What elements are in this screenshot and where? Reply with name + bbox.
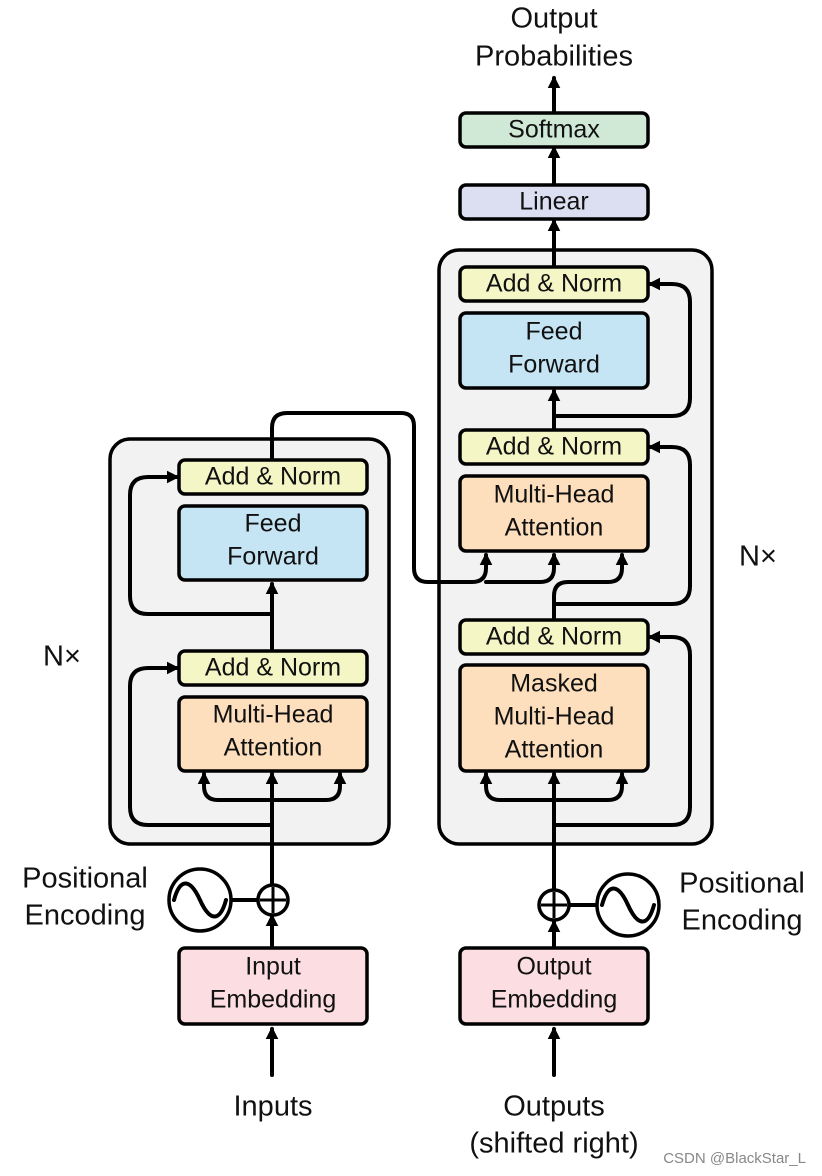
decoder-attention-line2: Attention bbox=[505, 514, 604, 542]
decoder-add-norm-middle-label: Add & Norm bbox=[486, 433, 622, 461]
decoder-positional-line1: Positional bbox=[679, 868, 805, 900]
output-embedding-block bbox=[458, 946, 650, 1026]
decoder-multi-head-attention bbox=[458, 474, 650, 553]
softmax-block bbox=[458, 111, 650, 149]
linear-block bbox=[458, 183, 650, 221]
connection-wires bbox=[128, 75, 692, 1077]
output-embedding-line2: Embedding bbox=[491, 986, 617, 1014]
decoder-masked-line3: Attention bbox=[505, 736, 604, 764]
decoder-masked-line2: Multi-Head bbox=[494, 703, 615, 731]
decoder-add-norm-middle bbox=[458, 428, 650, 466]
softmax-label: Softmax bbox=[508, 116, 600, 144]
encoder-attention-line2: Attention bbox=[224, 734, 323, 762]
encoder-add-norm-top-label: Add & Norm bbox=[205, 463, 341, 491]
encoder-add-norm-bottom-label: Add & Norm bbox=[205, 654, 341, 682]
decoder-add-norm-bottom-label: Add & Norm bbox=[486, 623, 622, 651]
decoder-positional-line2: Encoding bbox=[682, 905, 803, 937]
encoder-repeat-label: N× bbox=[43, 641, 81, 673]
outputs-label-line1: Outputs bbox=[503, 1091, 605, 1123]
decoder-feed-forward-line2: Forward bbox=[508, 351, 600, 379]
output-title-line2: Probabilities bbox=[475, 41, 633, 73]
encoder-add-norm-bottom bbox=[177, 649, 369, 687]
decoder-feed-forward-line1: Feed bbox=[526, 318, 583, 346]
encoder-feed-forward-line1: Feed bbox=[245, 510, 302, 538]
watermark: CSDN @BlackStar_L bbox=[663, 1150, 806, 1167]
decoder-add-norm-top bbox=[458, 265, 650, 303]
input-embedding-line1: Input bbox=[245, 953, 301, 981]
encoder-feed-forward-line2: Forward bbox=[227, 543, 319, 571]
encoder-stack bbox=[108, 437, 391, 846]
input-embedding-block bbox=[177, 946, 369, 1026]
decoder-attention-line1: Multi-Head bbox=[494, 481, 615, 509]
encoder-add-norm-top bbox=[177, 458, 369, 496]
encoder-feed-forward bbox=[177, 504, 369, 582]
decoder-masked-line1: Masked bbox=[510, 670, 598, 698]
decoder-repeat-label: N× bbox=[739, 541, 777, 573]
decoder-masked-attention bbox=[458, 663, 650, 773]
output-embedding-line1: Output bbox=[516, 953, 591, 981]
output-title-line1: Output bbox=[510, 3, 597, 35]
outputs-label-line2: (shifted right) bbox=[469, 1128, 638, 1160]
decoder-add-norm-top-label: Add & Norm bbox=[486, 270, 622, 298]
decoder-feed-forward bbox=[458, 311, 650, 390]
inputs-label: Inputs bbox=[234, 1091, 313, 1123]
encoder-positional-line1: Positional bbox=[22, 863, 148, 895]
encoder-positional-line2: Encoding bbox=[25, 900, 146, 932]
encoder-multi-head-attention bbox=[177, 695, 369, 773]
encoder-attention-line1: Multi-Head bbox=[213, 701, 334, 729]
linear-label: Linear bbox=[519, 188, 589, 216]
decoder-add-norm-bottom bbox=[458, 618, 650, 656]
input-embedding-line2: Embedding bbox=[210, 986, 336, 1014]
